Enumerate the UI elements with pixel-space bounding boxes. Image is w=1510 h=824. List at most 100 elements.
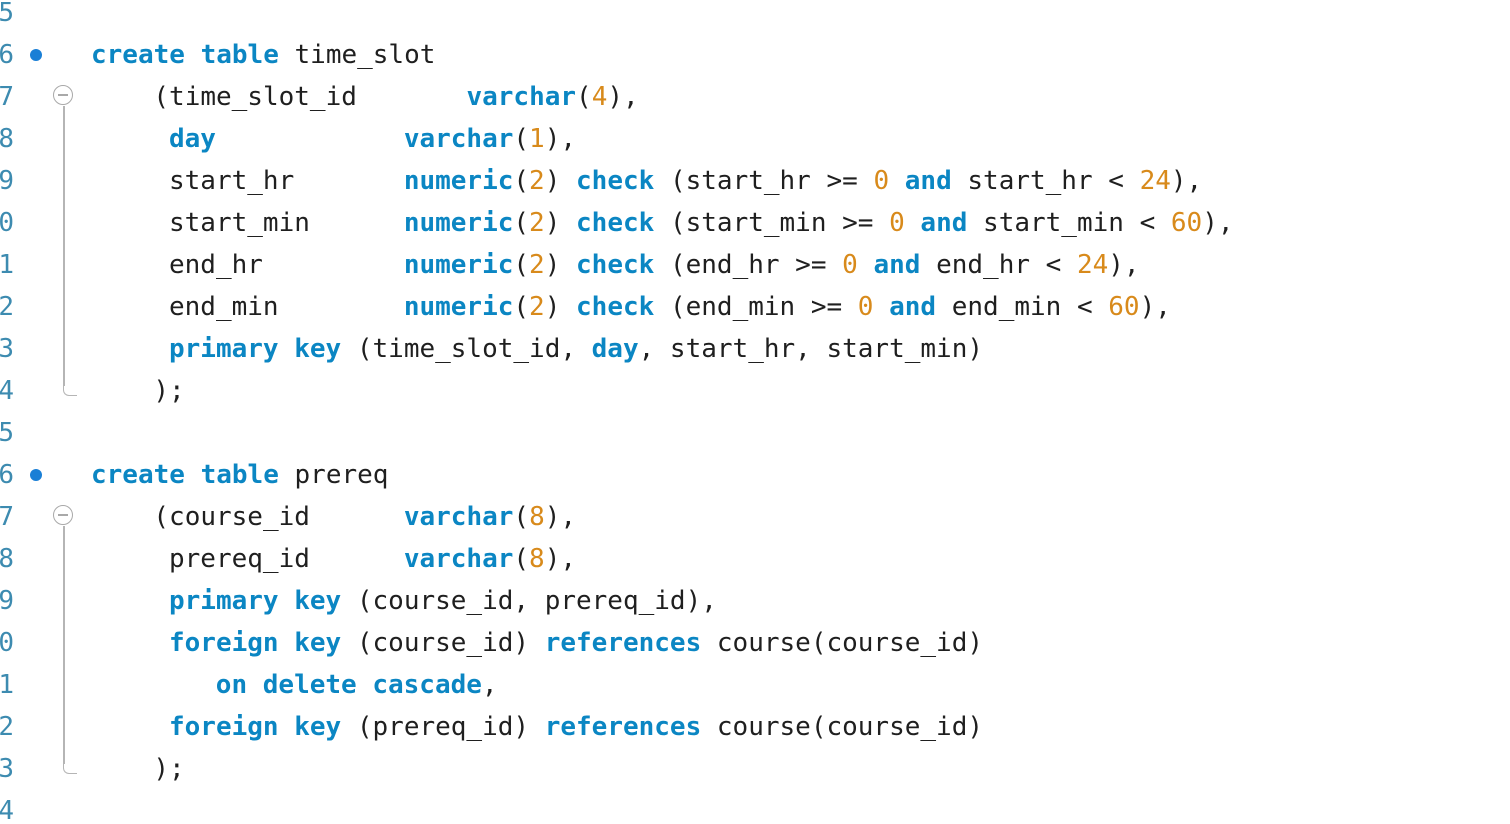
sql-text: (course_id) — [341, 628, 545, 658]
sql-keyword: varchar — [403, 502, 514, 532]
sql-keyword: primary — [169, 586, 279, 616]
sql-text: end_min < — [936, 292, 1109, 322]
sql-number: 2 — [529, 166, 545, 196]
line-number: 2 — [0, 712, 14, 742]
code-line[interactable]: 5 — [0, 412, 1510, 454]
sql-number: 0 — [873, 166, 890, 196]
line-number: 3 — [0, 334, 14, 364]
sql-text — [279, 586, 295, 616]
sql-number: 0 — [889, 208, 905, 238]
sql-text: ), — [544, 124, 577, 154]
line-number: 3 — [0, 754, 14, 784]
sql-text: start_hr < — [951, 166, 1140, 196]
sql-text: ( — [513, 208, 530, 238]
code-text: prereq_id varchar(8), — [169, 538, 576, 580]
sql-text: ) — [544, 208, 577, 238]
sql-keyword: numeric — [403, 292, 514, 322]
code-line[interactable]: 3); — [0, 748, 1510, 790]
sql-text — [185, 460, 201, 490]
fold-collapse-icon[interactable] — [53, 85, 73, 105]
code-line[interactable]: 5 — [0, 0, 1510, 34]
bookmark-dot-icon[interactable] — [30, 469, 42, 481]
sql-keyword: delete — [262, 670, 357, 700]
sql-keyword: and — [920, 208, 968, 238]
sql-text: end_min — [169, 292, 404, 322]
sql-text: ( — [513, 250, 530, 280]
line-number: 6 — [0, 460, 14, 490]
code-line[interactable]: 7 (time_slot_id varchar(4), — [0, 76, 1510, 118]
sql-keyword: references — [544, 712, 702, 742]
sql-text: end_hr — [169, 250, 404, 280]
sql-keyword: and — [873, 250, 921, 280]
code-text: (time_slot_id varchar(4), — [153, 76, 638, 118]
sql-text: (course_id — [153, 502, 404, 532]
line-number: 8 — [0, 124, 14, 154]
sql-text: (start_hr >= — [654, 166, 874, 196]
line-number: 8 — [0, 544, 14, 574]
code-text: end_min numeric(2) check (end_min >= 0 a… — [169, 286, 1171, 328]
sql-keyword: key — [294, 628, 342, 658]
code-line[interactable]: 4 — [0, 790, 1510, 824]
sql-text: ) — [544, 292, 577, 322]
sql-keyword: check — [576, 292, 655, 322]
fold-end-icon[interactable] — [63, 386, 77, 396]
code-line[interactable]: 7(course_id varchar(8), — [0, 496, 1510, 538]
code-text: create table time_slot — [91, 34, 435, 76]
sql-text — [279, 628, 295, 658]
sql-text — [279, 334, 295, 364]
code-line[interactable]: 8 prereq_id varchar(8), — [0, 538, 1510, 580]
sql-text: course(course_id) — [701, 628, 984, 658]
sql-keyword: on — [215, 670, 248, 700]
line-number: 0 — [0, 208, 14, 238]
sql-keyword: varchar — [403, 544, 514, 574]
sql-text: ), — [1170, 166, 1203, 196]
sql-text: ), — [607, 82, 639, 112]
sql-text: (prereq_id) — [341, 712, 545, 742]
sql-text: ( — [513, 124, 530, 154]
bookmark-dot-icon[interactable] — [30, 49, 42, 61]
sql-text: start_min — [169, 208, 404, 238]
line-number: 7 — [0, 82, 14, 112]
code-line[interactable]: 3 primary key (time_slot_id, day, start_h… — [0, 328, 1510, 370]
line-number: 9 — [0, 586, 14, 616]
sql-text: (course_id, prereq_id), — [341, 586, 717, 616]
code-text: primary key (time_slot_id, day, start_hr… — [169, 328, 983, 370]
code-line[interactable]: 9 start_hr numeric(2) check (start_hr >= … — [0, 160, 1510, 202]
sql-number: 2 — [529, 292, 545, 322]
code-text: end_hr numeric(2) check (end_hr >= 0 and… — [169, 244, 1140, 286]
sql-keyword: check — [576, 208, 655, 238]
line-number: 9 — [0, 166, 14, 196]
sql-keyword: numeric — [403, 250, 514, 280]
sql-text: (time_slot_id — [153, 82, 467, 112]
sql-number: 0 — [857, 292, 874, 322]
sql-keyword: primary — [169, 334, 279, 364]
code-text: start_hr numeric(2) check (start_hr >= 0… — [169, 160, 1202, 202]
sql-keyword: key — [294, 712, 342, 742]
sql-text: ( — [513, 502, 530, 532]
sql-text: (time_slot_id, — [341, 334, 592, 364]
line-number: 4 — [0, 796, 14, 824]
sql-text: prereq — [278, 460, 389, 490]
sql-text: ) — [544, 250, 577, 280]
sql-number: 8 — [529, 502, 545, 532]
sql-number: 2 — [529, 208, 545, 238]
sql-keyword: key — [294, 334, 342, 364]
sql-keyword: check — [576, 250, 655, 280]
sql-text: ), — [1202, 208, 1234, 238]
sql-text: , start_hr, start_min) — [638, 334, 983, 364]
fold-collapse-icon[interactable] — [53, 505, 73, 525]
fold-end-icon[interactable] — [63, 764, 77, 774]
code-line[interactable]: 4); — [0, 370, 1510, 412]
sql-text — [858, 250, 874, 280]
